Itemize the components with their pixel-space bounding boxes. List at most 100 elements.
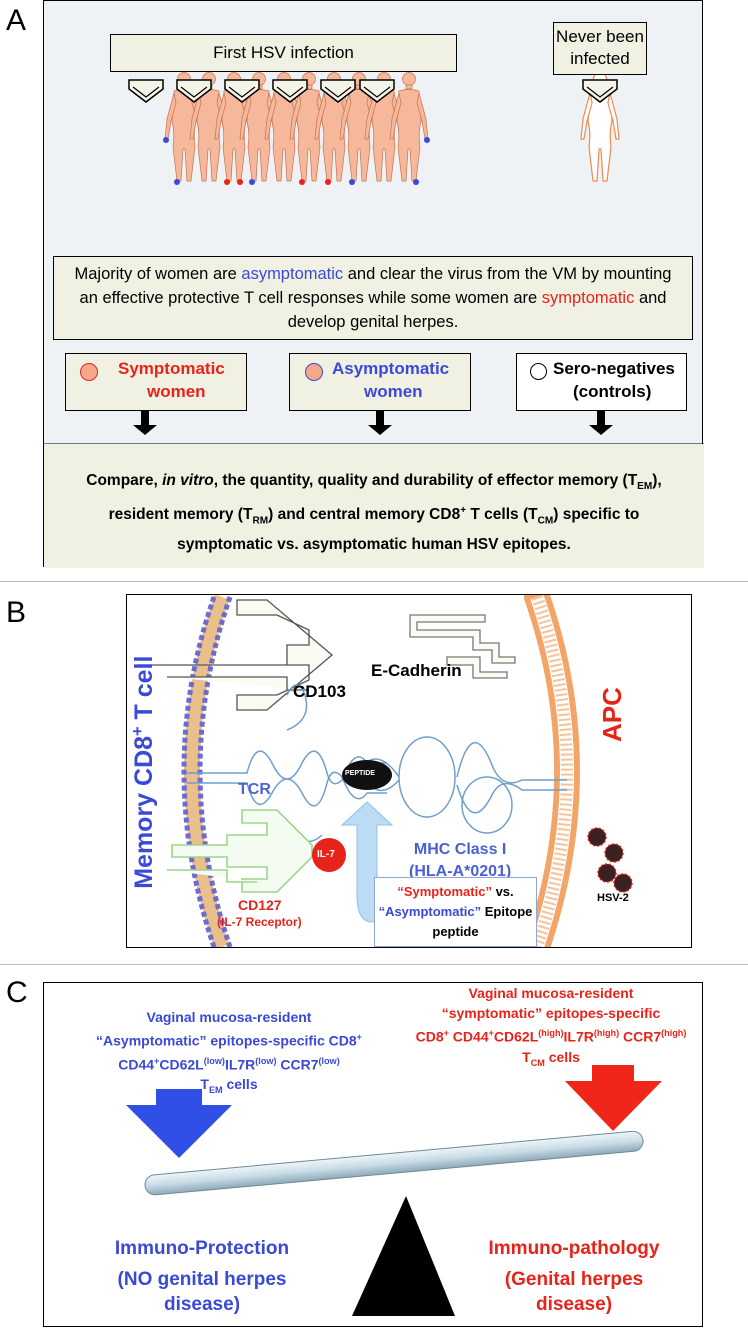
majority-text-3: and develop genital herpes.	[287, 289, 667, 331]
seronegative-circle-icon	[530, 363, 547, 380]
asymptomatic-group-box: Asymptomatic women	[289, 353, 471, 411]
majority-symptomatic: symptomatic	[541, 289, 635, 307]
compare-text-6: ) specific to symptomatic vs. asymptomat…	[177, 506, 640, 554]
epitope-epitope: Epitope	[481, 904, 533, 919]
left-label-em: EM	[208, 1085, 223, 1096]
peptide-label: PEPTIDE	[345, 770, 375, 777]
down-arrow-icons	[133, 411, 613, 435]
majority-text-2: and clear the virus from the VM by mount…	[79, 265, 672, 307]
never-infected-box: Never been infected	[553, 22, 647, 75]
seronegative-label-2: (controls)	[573, 382, 652, 401]
epitope-vs: vs.	[491, 884, 514, 899]
first-infection-box: First HSV infection	[110, 34, 457, 72]
panel-letter-a: A	[6, 4, 27, 37]
memory-cd8-label-plus: +	[128, 726, 147, 736]
panel-a-graphics	[44, 71, 704, 568]
seesaw-bar	[144, 1130, 644, 1196]
panel-c: Vaginal mucosa-resident “Asymptomatic” e…	[43, 982, 703, 1327]
memory-cd8-label-b: T cell	[130, 655, 159, 727]
pathology-line3: disease)	[535, 1294, 613, 1315]
cd127-label: CD127	[238, 897, 282, 913]
separator-bc	[0, 964, 748, 965]
pathology-line1: Immuno-pathology	[488, 1238, 660, 1259]
left-label-cd62l: CD62L	[159, 1056, 204, 1073]
never-infected-label-2: infected	[570, 49, 630, 68]
compare-text-4: ) and central memory CD8	[268, 506, 461, 524]
compare-rm: RM	[252, 515, 269, 527]
majority-text-box: Majority of women are asymptomatic and c…	[53, 256, 693, 340]
panel-a: First HSV infection Never been infected …	[43, 0, 704, 568]
right-label-cd44: CD44	[448, 1028, 489, 1045]
asymptomatic-circle-icon	[305, 363, 323, 381]
right-label-sup4: (high)	[593, 1028, 620, 1038]
apc-membrane	[524, 595, 580, 947]
right-label-line2: “symptomatic” epitopes-specific	[441, 1005, 661, 1021]
left-label-t: T	[200, 1076, 209, 1093]
left-label-il7r: IL7R	[224, 1056, 256, 1073]
left-label-line1: Vaginal mucosa-resident	[146, 1009, 312, 1025]
left-label-sup4: (low)	[318, 1055, 340, 1066]
left-label-cells: cells	[222, 1076, 258, 1093]
apc-label: APC	[597, 687, 627, 742]
left-label-sup2: (low)	[203, 1055, 225, 1066]
compare-text-5: T cells (T	[466, 506, 538, 524]
compare-em: EM	[637, 481, 653, 493]
majority-asymptomatic: asymptomatic	[241, 265, 344, 283]
right-label-t: T	[522, 1048, 531, 1065]
right-label-sup1: +	[443, 1028, 449, 1038]
symptomatic-label-2: women	[147, 382, 206, 401]
cd127-receptor	[167, 809, 313, 893]
left-label-line2-sup: +	[356, 1032, 362, 1042]
first-infection-label: First HSV infection	[213, 43, 354, 62]
left-label-sup1: +	[154, 1055, 160, 1066]
pathology-line2: (Genital herpes	[504, 1269, 644, 1290]
epitope-asymptomatic: “Asymptomatic”	[378, 904, 482, 919]
il7-circle	[312, 838, 346, 872]
right-label-il7r: IL7R	[563, 1028, 594, 1045]
left-label-cd44: CD44	[118, 1056, 155, 1073]
panel-b: Memory CD8+ T cell APC CD103 E-Cadherin …	[126, 594, 692, 948]
hsv2-label: HSV-2	[597, 892, 629, 904]
asymptomatic-label-2: women	[364, 382, 423, 401]
panel-c-graphics	[126, 1065, 662, 1316]
cd103-label: CD103	[293, 682, 346, 701]
right-label-sup2: +	[488, 1028, 494, 1038]
il7-label: IL-7	[317, 849, 335, 860]
majority-text-1: Majority of women are	[74, 265, 242, 283]
epitope-box: “Symptomatic” vs. “Asymptomatic” Epitope…	[374, 877, 537, 947]
asymptomatic-label-1: Asymptomatic	[332, 359, 450, 378]
il7-receptor-label: (IL-7 Receptor)	[217, 915, 302, 929]
left-label-sup3: (low)	[255, 1055, 277, 1066]
seronegative-label-1: Sero-negatives	[553, 359, 675, 378]
hsv2-particles	[587, 827, 633, 893]
seronegative-group-box: Sero-negatives (controls)	[516, 353, 687, 411]
panel-b-graphics	[137, 595, 633, 947]
separator-ab	[0, 581, 748, 582]
right-label-sup5: (high)	[661, 1028, 687, 1038]
immuno-pathology-label: Immuno-pathology (Genital herpes disease…	[474, 1236, 674, 1317]
right-population-label: Vaginal mucosa-resident “symptomatic” ep…	[406, 983, 696, 1072]
epitope-symptomatic: “Symptomatic”	[397, 884, 492, 899]
e-cadherin-receptor	[409, 614, 516, 679]
right-label-ccr7: CCR7	[619, 1028, 662, 1045]
compare-cm: CM	[537, 515, 554, 527]
panel-letter-b: B	[6, 596, 27, 629]
panel-letter-c: C	[6, 976, 28, 1009]
memory-cd8-label-a: Memory CD8	[130, 735, 159, 889]
mhc-label: MHC Class I (HLA-A*0201)	[409, 839, 511, 883]
right-label-cd8: CD8	[415, 1028, 444, 1045]
symptomatic-circle-icon	[80, 363, 98, 381]
compare-invitro: in vitro	[162, 472, 214, 489]
left-label-ccr7: CCR7	[276, 1056, 319, 1073]
right-label-cm: CM	[530, 1057, 545, 1068]
peptide-oval	[342, 760, 392, 790]
cd103-receptor	[137, 599, 334, 711]
mhc-label-1: MHC Class I	[413, 841, 507, 858]
protection-line1: Immuno-Protection	[114, 1238, 290, 1259]
fulcrum-triangle	[352, 1196, 455, 1316]
memory-cd8-label: Memory CD8+ T cell	[129, 622, 159, 922]
hand-markers	[163, 137, 430, 185]
left-down-arrow	[126, 1089, 232, 1158]
tcr-label: TCR	[238, 781, 271, 798]
protection-line2: (NO genital herpes	[117, 1269, 287, 1290]
